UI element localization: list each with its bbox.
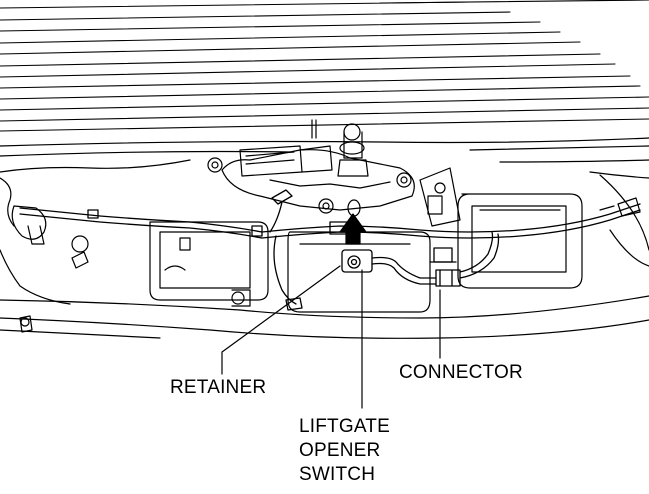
wiper-motor bbox=[207, 119, 415, 214]
left-grommet bbox=[11, 205, 89, 333]
switch-label-line-3: SWITCH bbox=[299, 464, 376, 485]
switch-label-line-2: OPENER bbox=[299, 440, 381, 461]
liftgate-opener-switch-label: LIFTGATE OPENER SWITCH bbox=[299, 415, 390, 487]
right-harness-end bbox=[599, 197, 641, 217]
connector-label: CONNECTOR bbox=[399, 362, 523, 383]
wiring-harness bbox=[19, 189, 641, 311]
switch-assembly bbox=[341, 231, 500, 287]
retainer-label: RETAINER bbox=[170, 377, 267, 398]
liftgate-panel bbox=[0, 137, 649, 339]
leader-lines bbox=[221, 265, 441, 409]
switch-label-line-1: LIFTGATE bbox=[299, 416, 390, 437]
left-recess bbox=[149, 221, 269, 301]
rear-glass-lines bbox=[0, 0, 649, 132]
right-recess bbox=[457, 193, 583, 289]
removal-arrow bbox=[339, 199, 367, 245]
